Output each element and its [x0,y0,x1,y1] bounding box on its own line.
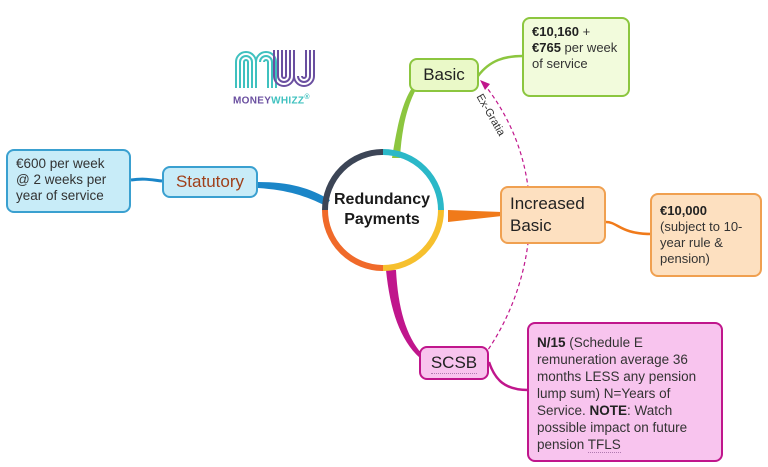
basic-label: Basic [423,65,465,84]
scsb-detail[interactable]: N/15 (Schedule E remuneration average 36… [527,322,723,462]
logo-wordmark: MONEYWHIZZ® [233,94,310,107]
scsb-topic[interactable]: SCSB [419,346,489,380]
increased-basic-detail-line [605,220,653,236]
center-ring [322,149,444,271]
statutory-topic[interactable]: Statutory [162,166,258,198]
scsb-label: SCSB [430,352,478,374]
basic-detail-line [477,54,524,77]
ex-gratia-arrowhead [480,80,490,90]
increased-basic-topic[interactable]: Increased Basic [500,186,606,244]
scsb-detail-line [487,361,529,392]
increased-basic-detail[interactable]: €10,000 (subject to 10-year rule & pensi… [650,193,762,277]
statutory-detail[interactable]: €600 per week @ 2 weeks per year of serv… [6,149,131,213]
increased-basic-branch-line [448,210,502,222]
basic-branch-line [392,80,422,158]
scsb-branch-line [386,270,422,358]
increased-basic-label-line1: Increased [510,194,585,213]
statutory-label: Statutory [175,172,245,191]
increased-basic-label-line2: Basic [510,216,552,235]
moneywhizz-logo-icon [235,50,315,88]
statutory-detail-line [130,177,163,183]
basic-topic[interactable]: Basic [409,58,479,92]
central-topic-line2: Payments [344,211,420,228]
central-topic[interactable]: Redundancy Payments [322,190,442,230]
basic-detail[interactable]: €10,160 + €765 per week of service [522,17,630,97]
central-topic-line1: Redundancy [333,191,430,208]
statutory-branch-line [258,182,330,206]
